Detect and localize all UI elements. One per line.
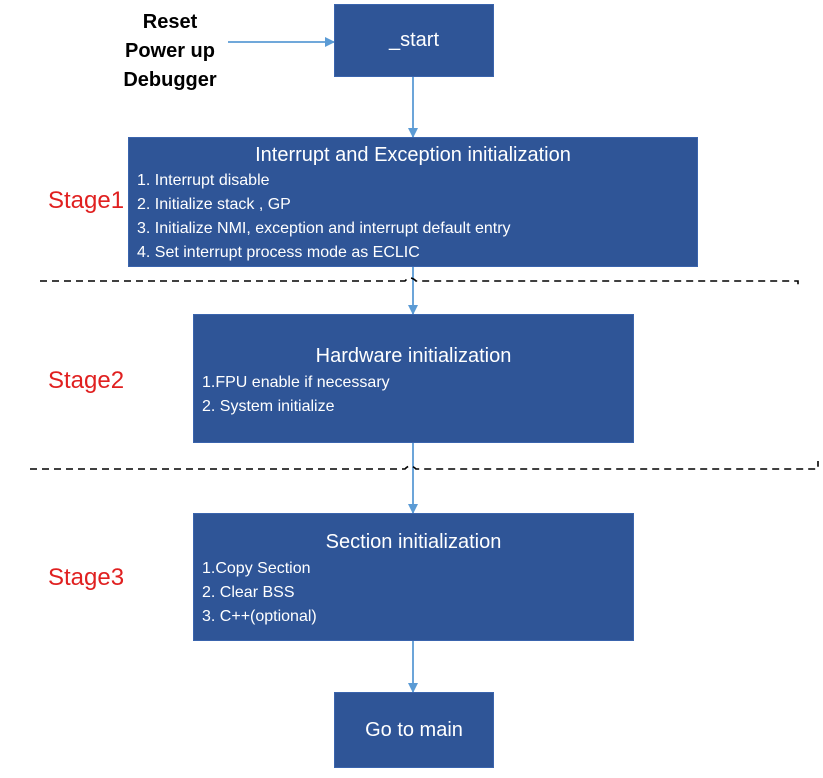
- go-to-main-box: Go to main: [334, 692, 494, 768]
- stage3-item: 2. Clear BSS: [202, 584, 295, 601]
- stage3-box: Section initialization 1.Copy Section 2.…: [193, 513, 634, 641]
- trigger-sources: Reset Power up Debugger: [80, 8, 260, 95]
- stage1-item: 1. Interrupt disable: [137, 172, 270, 189]
- go-to-main-label: Go to main: [365, 718, 463, 741]
- stage3-item: 3. C++(optional): [202, 608, 317, 625]
- stage-divider-1: [40, 277, 799, 287]
- stage3-item: 1.Copy Section: [202, 560, 311, 577]
- stage2-item: 1.FPU enable if necessary: [202, 374, 390, 391]
- stage2-item: 2. System initialize: [202, 398, 335, 415]
- stage1-label: Stage1: [48, 187, 125, 214]
- stage2-label: Stage2: [48, 367, 125, 394]
- trigger-reset: Reset: [142, 11, 198, 33]
- stage3-label: Stage3: [48, 564, 125, 591]
- stage1-item: 2. Initialize stack , GP: [137, 196, 291, 213]
- stage1-item: 4. Set interrupt process mode as ECLIC: [137, 244, 420, 261]
- start-box: _start: [334, 4, 494, 77]
- stage2-title: Hardware initialization: [315, 345, 512, 367]
- stage1-title: Interrupt and Exception initialization: [255, 144, 571, 166]
- stage-divider-2: [30, 461, 819, 470]
- trigger-debugger: Debugger: [123, 69, 217, 91]
- stage1-box: Interrupt and Exception initialization 1…: [128, 137, 698, 267]
- stage1-item: 3. Initialize NMI, exception and interru…: [137, 220, 511, 237]
- stage3-title: Section initialization: [325, 531, 502, 553]
- start-box-label: _start: [388, 29, 440, 51]
- trigger-power-up: Power up: [124, 40, 215, 62]
- stage2-box: Hardware initialization 1.FPU enable if …: [193, 314, 634, 443]
